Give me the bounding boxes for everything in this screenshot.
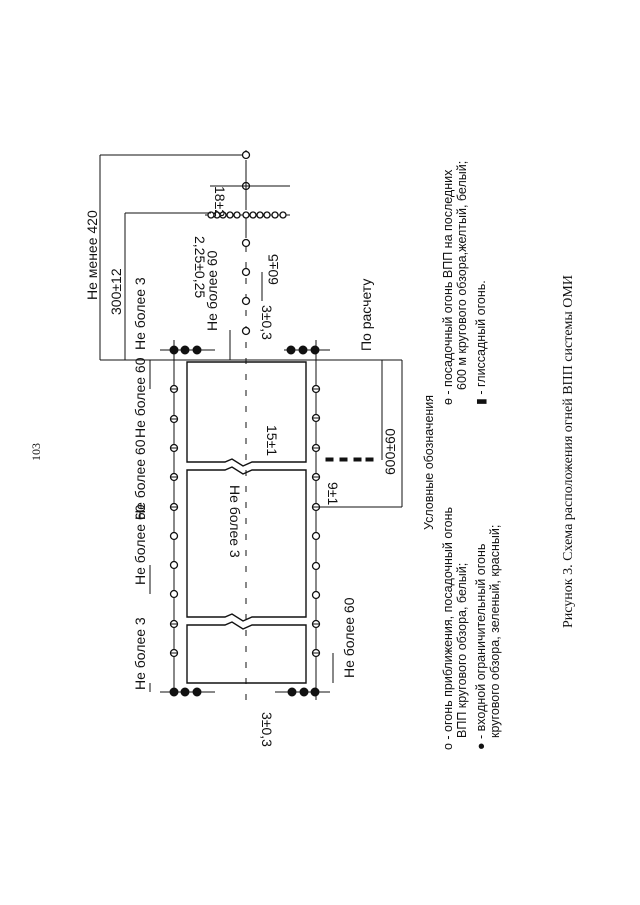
dim-300: 300±12: [108, 268, 124, 315]
dim-3-03-top: 3±0,3: [259, 305, 275, 340]
runway: [186, 150, 307, 700]
legend-item-4-line1: ▮ - глиссадный огонь.: [474, 280, 488, 405]
dim-600: 600±60: [382, 428, 398, 475]
glide-light: [353, 457, 362, 462]
approach-lights: [100, 150, 290, 336]
legend-item-1-line2: ВПП кругового обзора, белый;: [455, 563, 469, 738]
dim-18: 18±2: [212, 186, 228, 217]
runway-section-3: [186, 621, 307, 684]
dim-po-raschetu: По расчету: [358, 279, 374, 351]
dim-2-25: 2,25±0,25: [192, 236, 208, 298]
legend-title: Условные обозначения: [422, 395, 436, 530]
glide-light: [339, 457, 348, 462]
dim-not-more-60-c: Не более 60: [132, 504, 148, 585]
dim-9: 9±1: [325, 482, 341, 505]
legend-item-3-line1: ө - посадочный огонь ВПП на последних: [441, 169, 455, 405]
glide-light: [325, 457, 334, 462]
dim-not-more-3-mid: Не более 3: [227, 485, 243, 558]
dim-not-more-3-top: Не более 3: [132, 277, 148, 350]
legend: Условные обозначения о - огонь приближен…: [422, 161, 502, 750]
dim-not-more-60-a: Не более 60: [204, 250, 220, 331]
dim-not-more-60-e: Не более 60: [341, 597, 357, 678]
glide-light: [365, 457, 374, 462]
runway-section-1: [186, 361, 307, 467]
dim-not-more-60-d: Не более 60: [132, 439, 148, 520]
dim-not-less-420: Не менее 420: [84, 210, 100, 300]
edge-lights-left: [169, 340, 179, 695]
dim-15: 15±1: [264, 425, 280, 456]
dim-not-more-3-bot: Не более 3: [132, 617, 148, 690]
legend-item-2-line1: ● - входной ограничительный огонь: [474, 544, 488, 750]
page-number: 103: [29, 443, 43, 461]
runway-section-2: [186, 466, 307, 622]
figure-caption: Рисунок 3. Схема расположения огней ВПП …: [561, 275, 576, 628]
edge-lights-right: [311, 340, 402, 700]
threshold-lights-bottom: [160, 687, 330, 697]
legend-item-1-line1: о - огонь приближения, посадочный огонь: [441, 507, 455, 750]
dim-60-5: 60±5: [265, 254, 281, 285]
crossbar-lights: [207, 211, 287, 219]
legend-item-2-line2: кругового обзора, зеленый, красный;: [488, 525, 502, 738]
dim-not-more-60-b: Не более 60: [132, 357, 148, 438]
dimension-lines: [99, 155, 403, 692]
dim-3-03-bot: 3±0,3: [259, 712, 275, 747]
legend-item-3-line2: 600 м кругового обзора,желтый, белый;: [455, 161, 469, 390]
